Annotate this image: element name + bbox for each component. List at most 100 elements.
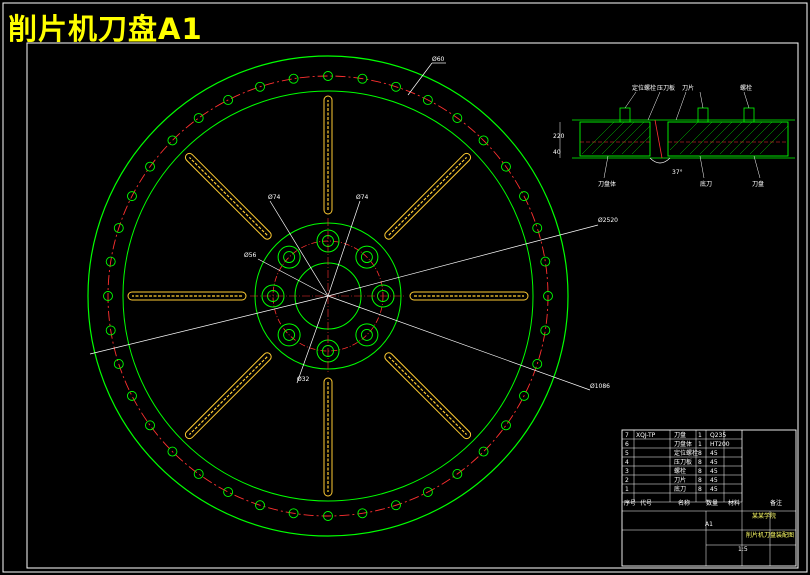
header-code: 代号 [640,499,652,507]
rim-hole [519,390,529,401]
dim-outer-hole: Ø60 [432,56,445,63]
knife-slots [127,95,529,497]
rim-hole [323,71,333,81]
rim-hole [501,420,511,431]
table-cell: 1 [625,486,629,493]
table-cell: 8 [698,450,702,457]
table-cell: 8 [698,468,702,475]
disk-outer-circle [87,55,569,537]
knife-slot [384,152,472,240]
header-material: 材料 [728,499,740,507]
dim-small-hole: Ø56 [244,252,257,259]
hub-hole-outer [277,323,301,347]
table-cell: 45 [710,468,718,475]
table-cell: 5 [625,450,629,457]
title-school: 某某学院 [752,512,776,520]
table-cell: 4 [625,459,629,466]
rim-hole [288,73,299,84]
table-cell: 刀片 [674,476,686,484]
rim-hole [391,500,401,511]
drawing-title: 削片机刀盘A1 [8,12,203,46]
table-cell: 压刀板 [674,458,692,466]
section-label-3: 螺栓 [740,84,752,92]
dim-inner-hole-2: Ø74 [356,194,369,201]
rim-hole [167,135,178,146]
hub-hole-outer [355,323,379,347]
hub-hole-inner [360,251,373,264]
rim-hole [223,95,234,105]
rim-hole [113,223,124,233]
rim-hole [145,161,155,172]
dim-bolt-hole: Ø32 [297,376,310,383]
rim-hole [323,511,333,521]
header-remark: 备注 [770,499,782,507]
section-view: 定位螺栓 压刀板 刀片 螺栓 刀盘体 底刀 刀盘 37° 220 40 [553,84,795,188]
knife-slot [184,152,272,240]
table-cell: 刀盘 [674,431,686,439]
rim-hole [145,420,155,431]
knife-slot [384,352,472,440]
rim-hole [193,469,204,479]
table-cell: 螺栓 [674,467,686,475]
hub-bolt-holes [261,229,395,363]
rim-hole [288,508,299,519]
section-angle: 37° [672,169,683,176]
rim-bolt-holes [103,71,553,521]
rim-hole [422,95,433,105]
title-scale: 1:5 [738,546,748,553]
table-cell: 1 [698,441,702,448]
rim-hole [543,291,553,301]
hub-hole-outer [355,245,379,269]
rim-hole [255,500,265,511]
rim-hole [113,359,124,369]
table-cell: 45 [710,450,718,457]
table-cell: 8 [698,459,702,466]
section-dim-1: 220 [553,133,565,140]
knife-slot [184,352,272,440]
section-label-1: 压刀板 [657,84,675,92]
knife-slot [323,95,333,215]
rim-hole [193,113,204,123]
table-cell: 3 [625,468,629,475]
table-cell: 底刀 [674,485,686,493]
table-cell: 刀盘体 [674,440,692,448]
rim-hole [167,446,178,457]
table-cell: 45 [710,459,718,466]
rim-hole [127,390,137,401]
rim-hole [532,359,543,369]
rim-hole [452,469,463,479]
rim-hole [357,73,368,84]
table-cell: 8 [698,477,702,484]
rim-hole [105,325,116,336]
table-cell: 2 [625,477,629,484]
section-label-6: 刀盘 [752,180,764,188]
section-dim-2: 40 [553,149,561,156]
table-cell: 8 [698,486,702,493]
rim-hole [255,81,265,92]
knife-slot [323,377,333,497]
knife-slot [409,291,529,301]
rim-hole [105,256,116,267]
dim-pitch-circle: Ø2520 [598,217,618,224]
table-cell: 6 [625,441,629,448]
rim-hole [422,487,433,497]
rim-hole [223,487,234,497]
rim-hole [103,291,113,301]
rim-hole [478,446,489,457]
inner-frame [26,42,799,569]
table-cell: Q235 [710,432,726,439]
bolt-pitch-circle [107,75,549,517]
hub-hole-inner [360,328,373,341]
table-cell: HT200 [710,441,730,448]
rim-hole [391,81,401,92]
header-qty: 数量 [706,499,718,507]
rim-hole [127,191,137,202]
rim-hole [519,191,529,202]
rim-hole [478,135,489,146]
rim-hole [532,223,543,233]
table-cell: 45 [710,486,718,493]
header-no: 序号 [624,499,636,507]
dim-disk: Ø1086 [590,383,610,390]
